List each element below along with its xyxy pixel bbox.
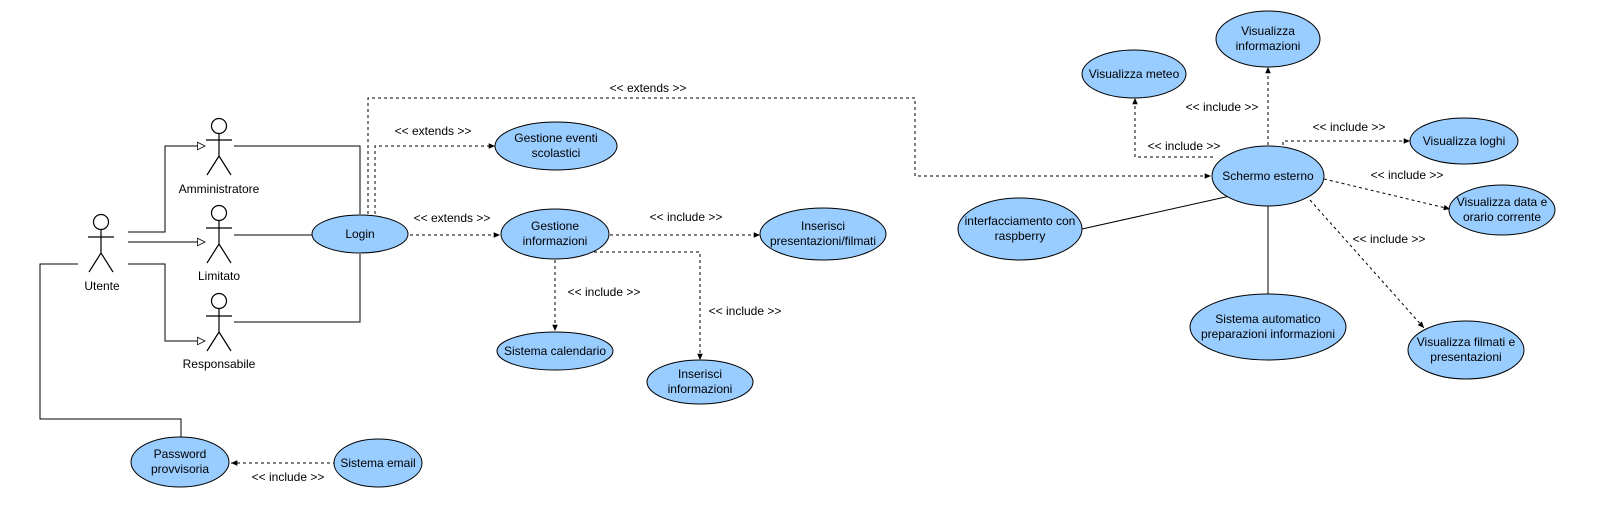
usecase-inserisci-informazioni[interactable]: Inserisci informazioni xyxy=(646,359,754,405)
label-include-inserisci-info: << include >> xyxy=(709,304,782,318)
usecase-sistema-automatico[interactable]: Sistema automatico preparazioni informaz… xyxy=(1189,293,1347,361)
usecase-sistema-email[interactable]: Sistema email xyxy=(333,438,423,488)
svg-text:Login: Login xyxy=(345,227,374,241)
svg-text:Visualizza meteo: Visualizza meteo xyxy=(1089,67,1180,81)
include-schermo-loghi xyxy=(1282,138,1410,145)
label-include-vis-info: << include >> xyxy=(1186,100,1259,114)
usecase-inserisci-presentazioni[interactable]: Inserisci presentazioni/filmati xyxy=(759,207,887,261)
label-include-data: << include >> xyxy=(1371,168,1444,182)
svg-text:raspberry: raspberry xyxy=(995,229,1046,243)
svg-text:interfacciamento con: interfacciamento con xyxy=(965,214,1076,228)
label-extends-schermo: << extends >> xyxy=(610,81,687,95)
svg-text:Visualizza data e: Visualizza data e xyxy=(1457,195,1548,209)
label-include-calendario: << include >> xyxy=(568,285,641,299)
svg-text:Visualizza: Visualizza xyxy=(1241,24,1295,38)
include-schermo-filmati xyxy=(1309,199,1425,329)
svg-text:provvisoria: provvisoria xyxy=(151,462,209,476)
label-include-email: << include >> xyxy=(252,470,325,484)
label-extends-gestione-info: << extends >> xyxy=(414,211,491,225)
assoc-schermo-interfacciamento xyxy=(1081,195,1231,230)
actor-responsabile-label: Responsabile xyxy=(183,357,256,371)
svg-text:Inserisci: Inserisci xyxy=(801,219,845,233)
svg-text:Visualizza filmati e: Visualizza filmati e xyxy=(1417,335,1516,349)
actor-responsabile[interactable]: Responsabile xyxy=(183,292,256,372)
svg-text:preparazioni informazioni: preparazioni informazioni xyxy=(1201,327,1335,341)
usecase-login[interactable]: Login xyxy=(311,214,409,254)
usecase-password-provvisoria[interactable]: Password provvisoria xyxy=(130,436,230,488)
svg-text:informazioni: informazioni xyxy=(523,234,588,248)
actor-limitato-head-icon xyxy=(210,204,228,222)
svg-text:Inserisci: Inserisci xyxy=(678,367,722,381)
label-include-meteo: << include >> xyxy=(1148,139,1221,153)
svg-text:Visualizza loghi: Visualizza loghi xyxy=(1423,134,1506,148)
actor-responsabile-head-icon xyxy=(210,292,228,310)
actor-utente-label: Utente xyxy=(84,279,120,293)
extends-login-gestione-eventi xyxy=(374,143,495,214)
svg-text:presentazioni: presentazioni xyxy=(1430,350,1501,364)
svg-text:Gestione eventi: Gestione eventi xyxy=(514,131,597,145)
assoc-responsabile-login xyxy=(234,254,361,323)
assoc-utente-password xyxy=(39,263,182,438)
label-include-filmati: << include >> xyxy=(1353,232,1426,246)
usecase-gestione-eventi[interactable]: Gestione eventi scolastici xyxy=(494,121,618,171)
usecase-schermo-esterno[interactable]: Schermo esterno xyxy=(1211,145,1325,207)
svg-text:Sistema automatico: Sistema automatico xyxy=(1215,312,1321,326)
extends-login-schermo xyxy=(367,97,1211,214)
usecase-visualizza-filmati[interactable]: Visualizza filmati e presentazioni xyxy=(1407,320,1525,380)
usecase-gestione-informazioni[interactable]: Gestione informazioni xyxy=(500,208,610,260)
actor-limitato-label: Limitato xyxy=(198,269,240,283)
svg-text:Gestione: Gestione xyxy=(531,219,579,233)
svg-text:orario corrente: orario corrente xyxy=(1463,210,1541,224)
usecase-visualizza-data[interactable]: Visualizza data e orario corrente xyxy=(1448,184,1556,236)
actor-utente-head-icon xyxy=(92,213,110,231)
svg-text:Sistema email: Sistema email xyxy=(340,456,415,470)
svg-text:informazioni: informazioni xyxy=(1236,39,1301,53)
actor-amministratore-head-icon xyxy=(210,117,228,135)
svg-text:Password: Password xyxy=(154,447,207,461)
usecase-visualizza-meteo[interactable]: Visualizza meteo xyxy=(1081,49,1187,99)
include-gestione-inserisci-info xyxy=(594,251,703,360)
generalization-utente-amministratore xyxy=(128,146,205,233)
usecase-visualizza-loghi[interactable]: Visualizza loghi xyxy=(1409,117,1519,165)
svg-text:scolastici: scolastici xyxy=(532,146,581,160)
include-schermo-meteo xyxy=(1132,98,1213,158)
actor-amministratore[interactable]: Amministratore xyxy=(179,117,260,197)
usecase-sistema-calendario[interactable]: Sistema calendario xyxy=(496,331,614,371)
include-schermo-data xyxy=(1323,178,1451,211)
usecase-visualizza-informazioni[interactable]: Visualizza informazioni xyxy=(1215,10,1321,68)
usecase-interfacciamento[interactable]: interfacciamento con raspberry xyxy=(957,197,1083,261)
actor-amministratore-label: Amministratore xyxy=(179,182,260,196)
label-include-inserisci-pres: << include >> xyxy=(650,210,723,224)
svg-text:Schermo esterno: Schermo esterno xyxy=(1222,169,1314,183)
assoc-amministratore-login xyxy=(234,145,361,214)
svg-text:Sistema calendario: Sistema calendario xyxy=(504,344,606,358)
svg-text:informazioni: informazioni xyxy=(668,382,733,396)
svg-text:presentazioni/filmati: presentazioni/filmati xyxy=(770,234,876,248)
generalization-utente-responsabile xyxy=(128,263,205,341)
actor-utente[interactable]: Utente xyxy=(84,213,120,294)
label-include-loghi: << include >> xyxy=(1313,120,1386,134)
label-extends-gestione-eventi: << extends >> xyxy=(395,124,472,138)
actor-limitato[interactable]: Limitato xyxy=(198,204,240,284)
